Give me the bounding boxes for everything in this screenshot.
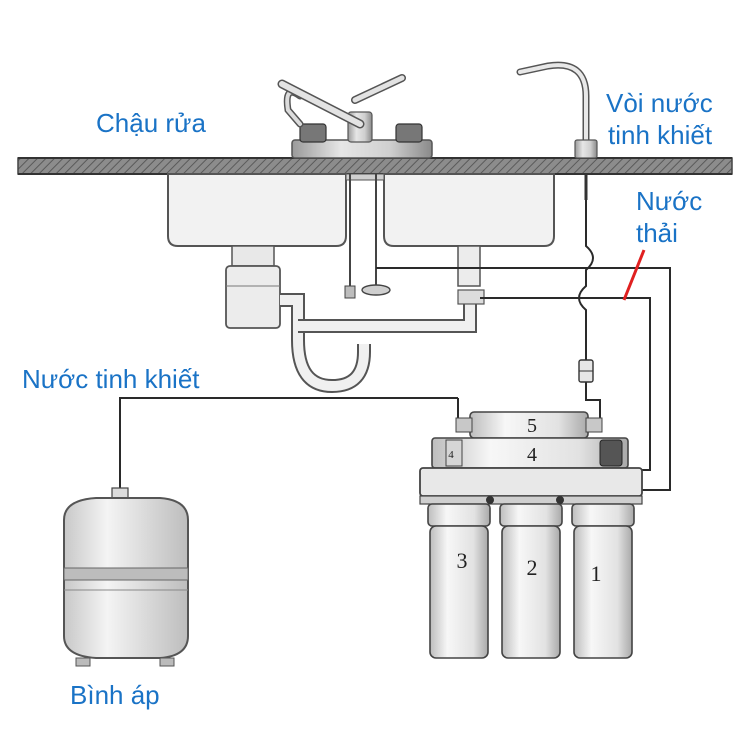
stage-1-canister xyxy=(571,503,635,659)
countertop xyxy=(17,157,733,175)
stage-5-number: 5 xyxy=(527,415,537,437)
waste-water-label-line2: thải xyxy=(636,218,678,248)
stage-3-canister xyxy=(427,503,491,659)
stage-4-number: 4 xyxy=(527,444,537,466)
check-valve xyxy=(578,359,594,383)
pressure-tank-label: Bình áp xyxy=(70,680,160,710)
pressure-tank xyxy=(63,487,189,667)
sink-label: Chậu rửa xyxy=(96,108,206,138)
sink-faucet xyxy=(277,74,433,159)
drain-assembly xyxy=(225,245,485,394)
pure-faucet-label-line2: tinh khiết xyxy=(608,120,713,150)
stage-1-number: 1 xyxy=(591,561,602,586)
pure-faucet-label-line1: Vòi nước xyxy=(606,88,713,118)
pure-water-faucet xyxy=(516,61,598,200)
stage-2-number: 2 xyxy=(527,555,538,580)
ro-filter-unit: 1 2 3 4 4 5 xyxy=(419,411,643,659)
sink xyxy=(167,173,555,247)
stage-2-canister xyxy=(499,503,563,659)
stage-4-small-number: 4 xyxy=(448,449,454,461)
pure-water-label: Nước tinh khiết xyxy=(22,364,200,394)
tubing xyxy=(119,200,671,491)
waste-water-label-line1: Nước xyxy=(636,186,703,216)
stage-3-number: 3 xyxy=(457,548,468,573)
waste-water-marker xyxy=(622,249,646,301)
